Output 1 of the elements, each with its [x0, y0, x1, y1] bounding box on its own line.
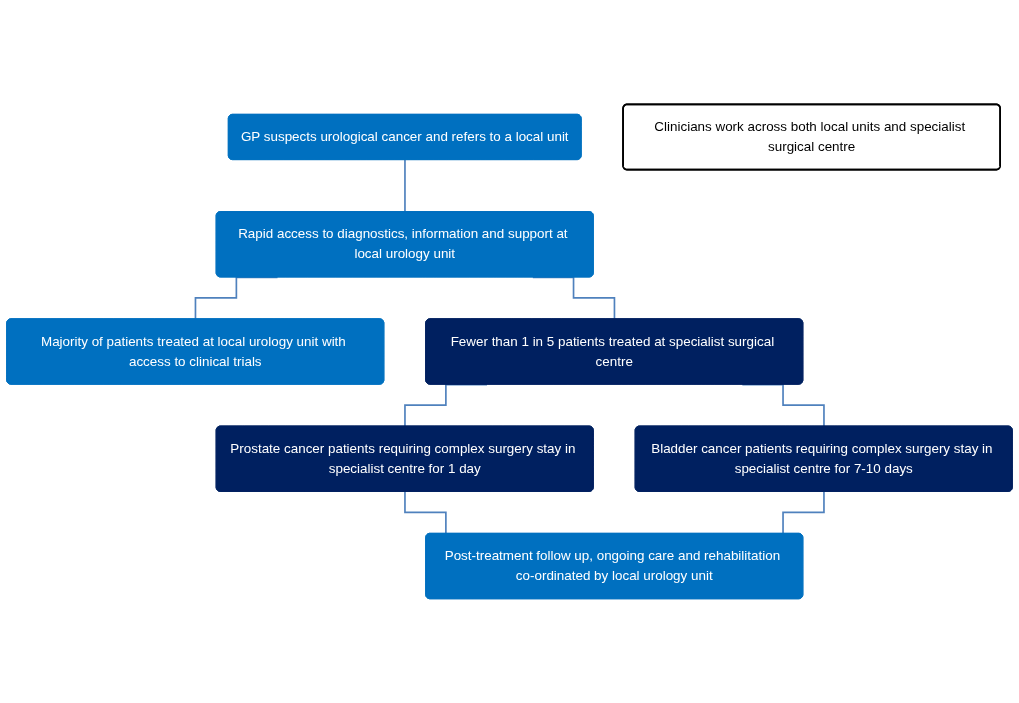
connector — [404, 159, 406, 213]
